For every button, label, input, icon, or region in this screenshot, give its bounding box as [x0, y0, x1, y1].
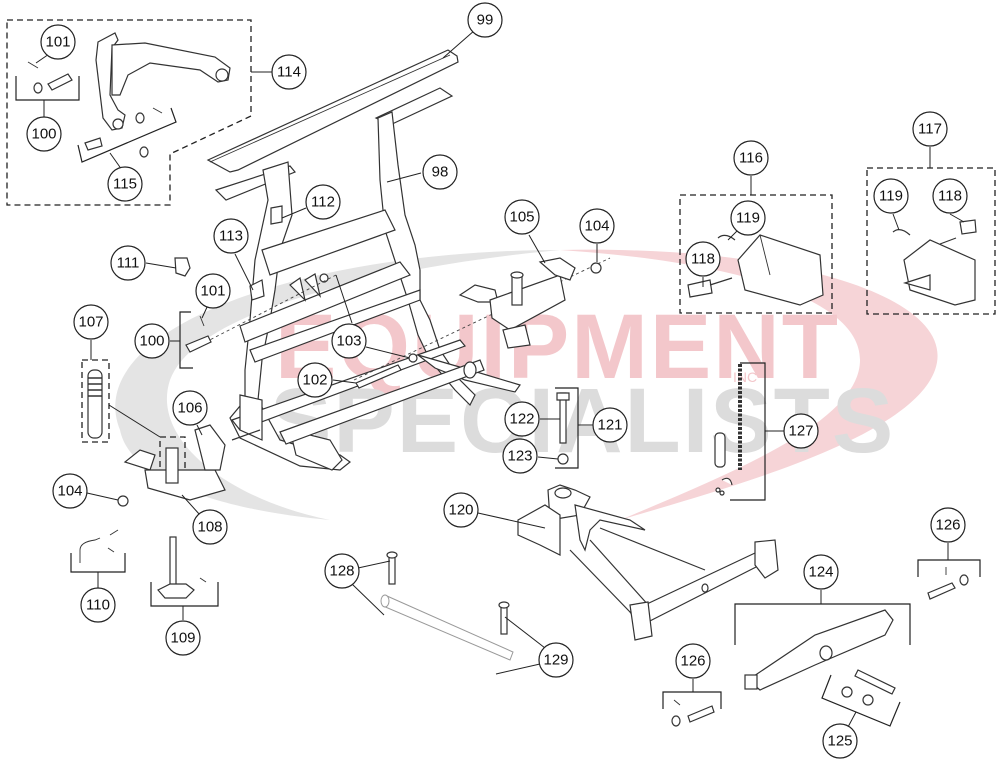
- callout-114[interactable]: 114: [271, 54, 307, 90]
- callout-126[interactable]: 126: [930, 507, 966, 543]
- callout-120[interactable]: 120: [443, 492, 479, 528]
- main-frame: [229, 111, 521, 471]
- callout-label: 107: [78, 314, 103, 331]
- callout-102[interactable]: 102: [297, 362, 333, 398]
- callout-label: 115: [113, 176, 137, 193]
- watermark-swoosh-red: [560, 249, 938, 520]
- watermark-swoosh-gray: [115, 250, 561, 520]
- lift-arm-beam: [111, 42, 231, 96]
- callout-label: 106: [177, 400, 202, 417]
- callout-111[interactable]: 111: [110, 245, 146, 281]
- callout-label: 100: [139, 333, 164, 350]
- callout-116[interactable]: 116: [733, 140, 769, 176]
- callout-113[interactable]: 113: [213, 218, 249, 254]
- callout-label: 98: [432, 164, 449, 181]
- callout-119[interactable]: 119: [730, 200, 766, 236]
- callout-label: 103: [336, 333, 361, 350]
- callout-129[interactable]: 129: [538, 642, 574, 678]
- a-frame-part: [477, 484, 779, 641]
- callout-118[interactable]: 118: [932, 178, 968, 214]
- callout-121[interactable]: 121: [592, 407, 628, 443]
- callout-104[interactable]: 104: [579, 208, 615, 244]
- callout-label: 125: [827, 733, 852, 750]
- callout-label: 129: [543, 652, 568, 669]
- callout-label: 120: [448, 502, 473, 519]
- callout-label: 126: [935, 517, 960, 534]
- callout-label: 117: [918, 121, 942, 138]
- callout-118[interactable]: 118: [685, 241, 721, 277]
- callout-104[interactable]: 104: [52, 473, 88, 509]
- callout-label: 122: [509, 411, 534, 428]
- callout-label: 110: [86, 597, 110, 614]
- callout-label: 105: [509, 209, 534, 226]
- callout-100[interactable]: 100: [26, 116, 62, 152]
- callout-123[interactable]: 123: [502, 438, 538, 474]
- callout-layer: 99 98 101 100 114 115 112 113 111 101 10…: [26, 2, 968, 759]
- callout-115[interactable]: 115: [107, 166, 143, 202]
- callout-109[interactable]: 109: [165, 620, 201, 656]
- callout-label: 108: [197, 519, 222, 536]
- callout-label: 127: [788, 423, 813, 440]
- lift-arm-part: [95, 32, 126, 131]
- callout-label: 126: [680, 653, 705, 670]
- callout-122[interactable]: 122: [504, 401, 540, 437]
- callout-label: 118: [691, 251, 715, 268]
- callout-label: 118: [938, 188, 962, 205]
- latch-right-part: [458, 234, 576, 349]
- callout-119[interactable]: 119: [873, 178, 909, 214]
- callout-125[interactable]: 125: [822, 723, 858, 759]
- callout-107[interactable]: 107: [73, 304, 109, 340]
- latch-left-part: [123, 424, 226, 516]
- callout-108[interactable]: 108: [192, 509, 228, 545]
- callout-100[interactable]: 100: [134, 323, 170, 359]
- callout-label: 116: [739, 150, 763, 167]
- callout-106[interactable]: 106: [172, 390, 208, 426]
- callout-label: 102: [302, 372, 327, 389]
- callout-101[interactable]: 101: [195, 273, 231, 309]
- callout-label: 119: [736, 210, 760, 227]
- callout-126[interactable]: 126: [675, 643, 711, 679]
- callout-98[interactable]: 98: [422, 154, 458, 190]
- callout-label: 114: [277, 64, 301, 81]
- callout-105[interactable]: 105: [504, 199, 540, 235]
- callout-label: 119: [879, 188, 903, 205]
- callout-label: 113: [219, 228, 243, 245]
- callout-112[interactable]: 112: [305, 184, 341, 220]
- callout-103[interactable]: 103: [331, 323, 367, 359]
- watermark-suffix: INC: [733, 369, 757, 385]
- pivot-shaft-part: [351, 551, 546, 675]
- trip-pivot-part: [734, 590, 911, 691]
- callout-label: 111: [117, 255, 140, 272]
- callout-label: 100: [31, 126, 56, 143]
- callout-label: 123: [507, 448, 532, 465]
- callout-label: 104: [584, 218, 609, 235]
- callout-label: 101: [200, 283, 225, 300]
- callout-101[interactable]: 101: [40, 24, 76, 60]
- callout-128[interactable]: 128: [324, 553, 360, 589]
- callout-label: 109: [170, 630, 195, 647]
- callout-117[interactable]: 117: [912, 111, 948, 147]
- callout-label: 124: [808, 564, 833, 581]
- callout-label: 112: [311, 194, 335, 211]
- callout-label: 121: [597, 417, 622, 434]
- stand-right-group: [866, 147, 996, 315]
- callout-label: 99: [477, 12, 494, 29]
- callout-label: 104: [57, 483, 82, 500]
- callout-110[interactable]: 110: [80, 587, 116, 623]
- stand-left-group: [679, 176, 833, 314]
- callout-127[interactable]: 127: [783, 413, 819, 449]
- callout-99[interactable]: 99: [467, 2, 503, 38]
- callout-label: 128: [329, 563, 354, 580]
- callout-label: 101: [45, 34, 70, 51]
- bumper-part: [174, 257, 191, 277]
- callout-124[interactable]: 124: [803, 554, 839, 590]
